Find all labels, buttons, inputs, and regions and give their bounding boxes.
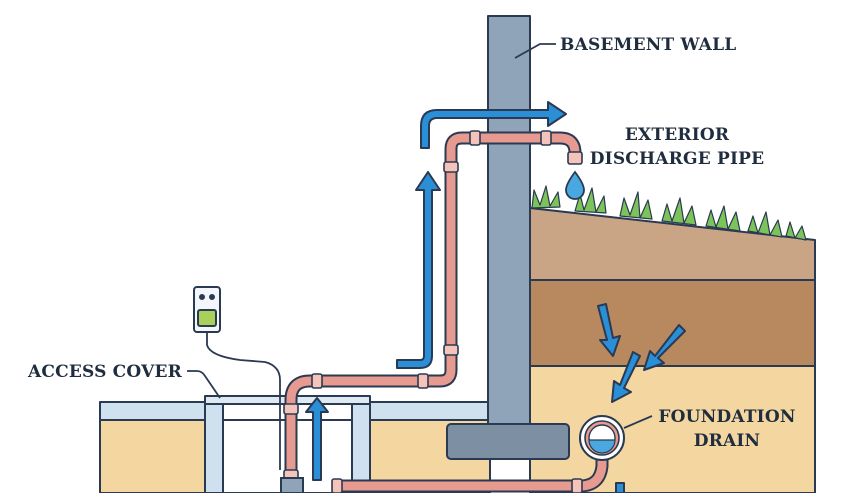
soil-bottom-layer xyxy=(529,365,816,493)
flow-arrow-icon xyxy=(597,303,621,357)
flow-arrow-icon xyxy=(643,324,686,371)
water-drop-icon xyxy=(565,170,585,200)
discharge-pipe xyxy=(283,130,609,493)
floor-slab-right xyxy=(355,401,491,421)
soil-middle-layer xyxy=(529,279,816,367)
label-foundation-line2: DRAIN xyxy=(694,431,761,451)
label-access-cover: ACCESS COVER xyxy=(27,362,183,382)
label-foundation-line1: FOUNDATION xyxy=(658,407,795,427)
basement-wall xyxy=(446,15,570,460)
footing xyxy=(446,423,570,460)
flow-arrow-icon xyxy=(396,171,441,369)
leader-lines xyxy=(187,43,653,429)
label-exterior-line2: DISCHARGE PIPE xyxy=(590,149,765,169)
label-exterior-line1: EXTERIOR xyxy=(625,125,730,145)
sump-pit-wall-right xyxy=(351,401,371,493)
label-basement-wall: BASEMENT WALL xyxy=(560,35,736,55)
foundation-drain xyxy=(579,415,625,461)
flow-arrow-icon xyxy=(305,397,329,481)
floor-slab-left xyxy=(99,401,221,421)
electrical-outlet-icon xyxy=(193,286,221,333)
flow-arrows xyxy=(305,101,686,493)
pipe-joints xyxy=(283,130,583,493)
flow-arrow-icon xyxy=(420,101,567,149)
power-cord xyxy=(206,332,281,470)
flow-arrow-icon xyxy=(615,482,625,493)
sump-pump xyxy=(280,477,304,493)
sump-pit-wall-left xyxy=(204,401,224,493)
exterior-soil xyxy=(529,207,816,493)
wall-column xyxy=(487,15,531,431)
flow-arrow-icon xyxy=(611,351,641,403)
